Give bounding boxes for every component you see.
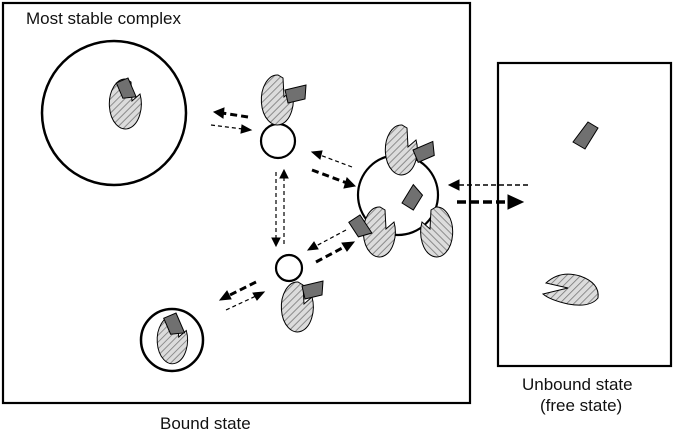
complex-bottom xyxy=(274,253,324,333)
bound-state-box xyxy=(1,1,472,405)
complex-bottom-left xyxy=(139,307,205,373)
unbound-state-label: Unbound state xyxy=(522,375,633,394)
most-stable-complex xyxy=(40,39,188,187)
receptor-cluster xyxy=(347,124,454,258)
arrows xyxy=(210,107,528,311)
unbound-state-box xyxy=(496,61,673,368)
free-ligand xyxy=(572,121,599,150)
complex-top xyxy=(259,74,307,160)
free-receptor xyxy=(541,273,599,306)
bound-state-label: Bound state xyxy=(160,414,251,433)
free-state-label: (free state) xyxy=(540,396,623,415)
most-stable-complex-label: Most stable complex xyxy=(26,9,181,28)
